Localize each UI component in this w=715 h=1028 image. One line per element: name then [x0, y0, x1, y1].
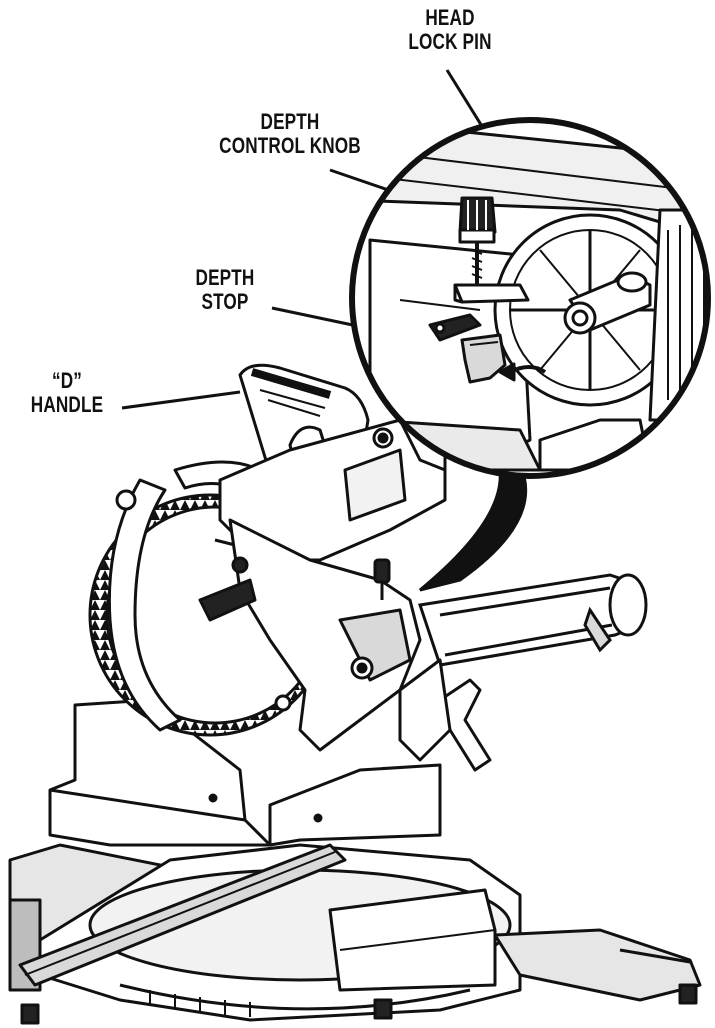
saw-base [8, 843, 702, 1025]
label-depth-stop-line1: DEPTH [195, 265, 255, 290]
slide-rails [418, 573, 648, 667]
label-d-handle-line2: HANDLE [30, 392, 104, 417]
saw-head [198, 363, 492, 772]
leader-d-handle [121, 390, 241, 410]
depth-control-knob-part [458, 196, 497, 290]
label-depth-control-knob-line1: DEPTH [260, 109, 320, 134]
saw-fences [48, 698, 442, 847]
label-d-handle-line1: “D” [51, 368, 83, 393]
label-head-lock-pin: HEAD LOCK PIN [395, 6, 504, 54]
label-depth-control-knob: DEPTH CONTROL KNOB [208, 110, 372, 158]
label-d-handle: “D” HANDLE [24, 369, 110, 417]
label-depth-stop-line2: STOP [201, 289, 249, 314]
magnifier-lens [349, 117, 711, 479]
label-depth-stop: DEPTH STOP [186, 266, 264, 314]
depth-stop-part [428, 313, 507, 384]
label-head-lock-pin-line1: HEAD [425, 5, 475, 30]
label-depth-control-knob-line2: CONTROL KNOB [219, 133, 361, 158]
label-head-lock-pin-line2: LOCK PIN [408, 29, 492, 54]
